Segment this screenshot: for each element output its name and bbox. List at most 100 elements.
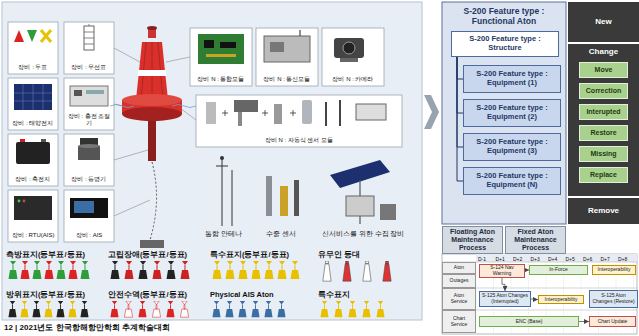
category-label: 특수표지 bbox=[318, 290, 350, 299]
equipment-feature-box: S-200 Feature type : Equipment (3) bbox=[463, 133, 561, 161]
category-label: 유무인 등대 bbox=[318, 250, 360, 259]
process-box: S-125 Aton Changes (Restore) bbox=[589, 290, 638, 308]
category-label: Physical AIS Aton bbox=[210, 290, 274, 299]
node-text: 장비 : 등명기 bbox=[71, 176, 106, 183]
buoy-drawing bbox=[110, 26, 196, 248]
category-label: 안전수역(등부표/등표) bbox=[108, 290, 187, 299]
node-text: 장비 : 태양전지 bbox=[12, 120, 53, 127]
equipment-box: 장비 N : 카메라 bbox=[322, 28, 384, 86]
node-text: Move bbox=[595, 66, 613, 74]
node-text: ENC (Base) bbox=[516, 319, 543, 325]
lane-header: Chart Service bbox=[442, 310, 476, 333]
status-panel: ChangeMoveCorrectionInteruptedRestoreMis… bbox=[568, 44, 639, 196]
process-box: S-124 Nav Warning bbox=[479, 264, 525, 278]
process-box: Interoperability bbox=[538, 295, 584, 304]
equipment-box: 장비 : AIS bbox=[64, 190, 114, 242]
node-text: New bbox=[595, 17, 611, 26]
equipment-frames bbox=[8, 22, 402, 242]
equipment-caption-holder: 통합 안테나 bbox=[205, 230, 242, 237]
category-label: 측방표지(등부표/등표) bbox=[6, 250, 85, 259]
day-label-holder: D+6 bbox=[583, 256, 592, 263]
status-panel: Remove bbox=[568, 198, 639, 224]
node-text: S-125 Aton Changes (Interrupted) bbox=[481, 293, 529, 305]
node-text: Interupted bbox=[586, 108, 620, 116]
node-text: Interoperability bbox=[545, 297, 578, 303]
equipment-caption-holder: 신서비스를 위한 수집 장비 bbox=[322, 230, 404, 237]
caption-holder: 12 | 2021년도 한국항해항만학회 추계학술대회 bbox=[4, 323, 170, 333]
category-label-holder: 고립장애(등부표/등표) bbox=[108, 250, 187, 259]
feature-container-ground bbox=[442, 2, 566, 224]
node-text: S-200 Feature type : Equipment (1) bbox=[466, 70, 558, 87]
equipment-box: 장비 N : 자동식 센서 모듈 bbox=[196, 95, 402, 147]
node-text: S-124 Nav Warning bbox=[481, 265, 523, 277]
equipment-box: 장비 : 축전지 bbox=[8, 134, 58, 186]
equipment-caption-holder: 수중 센서 bbox=[266, 230, 296, 237]
node-text: Missing bbox=[590, 150, 616, 158]
category-label-holder: Physical AIS Aton bbox=[210, 290, 274, 299]
flow-arrow bbox=[502, 278, 505, 292]
day-label-holder: D+5 bbox=[566, 256, 575, 263]
day-label: D+6 bbox=[583, 256, 592, 262]
node-text: 장비 : 축전지 bbox=[15, 176, 50, 183]
node-text: Aton bbox=[454, 265, 464, 271]
structure-box: S-200 Feature type : Structure bbox=[451, 31, 559, 57]
flow-chevron bbox=[424, 95, 439, 129]
node-text: 장비 N : 자동식 센서 모듈 bbox=[265, 137, 333, 144]
change-type-box: Interupted bbox=[579, 104, 628, 120]
node-text: Chart Update bbox=[598, 319, 628, 325]
equipment-feature-box: S-200 Feature type : Equipment (N) bbox=[463, 167, 561, 195]
node-text: Fixed Aton Maintenance Process bbox=[508, 228, 563, 252]
node-text: 장비 N : 통신모듈 bbox=[263, 76, 310, 83]
flow-arrow bbox=[531, 299, 538, 301]
node-text: S-125 Aton Changes (Restore) bbox=[591, 293, 636, 305]
node-text: 장비 : RTU(AIS) bbox=[12, 232, 55, 239]
day-label-holder: D+4 bbox=[548, 256, 557, 263]
node-text: Restore bbox=[590, 129, 616, 137]
category-label-holder: 특수표지(등부표/등표) bbox=[210, 250, 289, 259]
equipment-box: 장비 : 무선표 bbox=[64, 22, 114, 74]
node-text: Outages bbox=[450, 278, 469, 284]
change-type-box: Restore bbox=[579, 125, 628, 141]
process-box: In-Force bbox=[529, 265, 588, 275]
equipment-box: 장비 N : 통합모듈 bbox=[190, 28, 252, 86]
day-label-holder: D+7 bbox=[601, 256, 610, 263]
node-text: Change bbox=[589, 47, 618, 56]
node-text: Chart Service bbox=[445, 316, 473, 328]
day-label-holder: D+3 bbox=[531, 256, 540, 263]
change-type-box: Correction bbox=[579, 83, 628, 99]
node-text: 장비 : AIS bbox=[76, 232, 103, 239]
category-label-holder: 유무인 등대 bbox=[318, 250, 360, 259]
feature-container: S-200 Feature type : Functional AtonS-20… bbox=[442, 2, 566, 224]
equipment-box: 장비 : 두표 bbox=[8, 22, 58, 74]
node-text: Aton Service bbox=[445, 293, 473, 305]
process-box: Interoperability bbox=[592, 265, 636, 275]
day-label: D+8 bbox=[618, 256, 627, 262]
node-text: Replace bbox=[590, 171, 617, 179]
day-label: D+1 bbox=[496, 256, 505, 262]
node-text: Floating Aton Maintenance Process bbox=[445, 228, 500, 252]
category-label: 고립장애(등부표/등표) bbox=[108, 250, 187, 259]
node-text: S-200 Feature type : Equipment (2) bbox=[466, 104, 558, 121]
equipment-box: 장비 N : 통신모듈 bbox=[256, 28, 318, 86]
change-type-box: Replace bbox=[579, 167, 628, 183]
node-text: S-200 Feature type : Structure bbox=[454, 35, 556, 52]
day-label-holder: D+8 bbox=[618, 256, 627, 263]
category-label-holder: 특수표지 bbox=[318, 290, 350, 299]
category-label-holder: 측방표지(등부표/등표) bbox=[6, 250, 85, 259]
category-label: 특수표지(등부표/등표) bbox=[210, 250, 289, 259]
sensor-drawings bbox=[216, 156, 396, 226]
equipment-box: 장비 : 등명기 bbox=[64, 134, 114, 186]
equipment-caption: 통합 안테나 bbox=[205, 230, 242, 237]
lane-header: Aton bbox=[442, 262, 476, 274]
equipment-box: 장비 : RTU(AIS) bbox=[8, 190, 58, 242]
category-label-holder: 안전수역(등부표/등표) bbox=[108, 290, 187, 299]
node-text: Remove bbox=[588, 206, 619, 215]
day-label: D+7 bbox=[601, 256, 610, 262]
change-type-box: Missing bbox=[579, 146, 628, 162]
lane-header: Aton Service bbox=[442, 288, 476, 310]
flow-arrow bbox=[579, 321, 589, 322]
panel-ground bbox=[2, 2, 422, 320]
node-text: Interoperability bbox=[598, 267, 631, 273]
day-label: D+5 bbox=[566, 256, 575, 262]
day-label: D+2 bbox=[513, 256, 522, 262]
